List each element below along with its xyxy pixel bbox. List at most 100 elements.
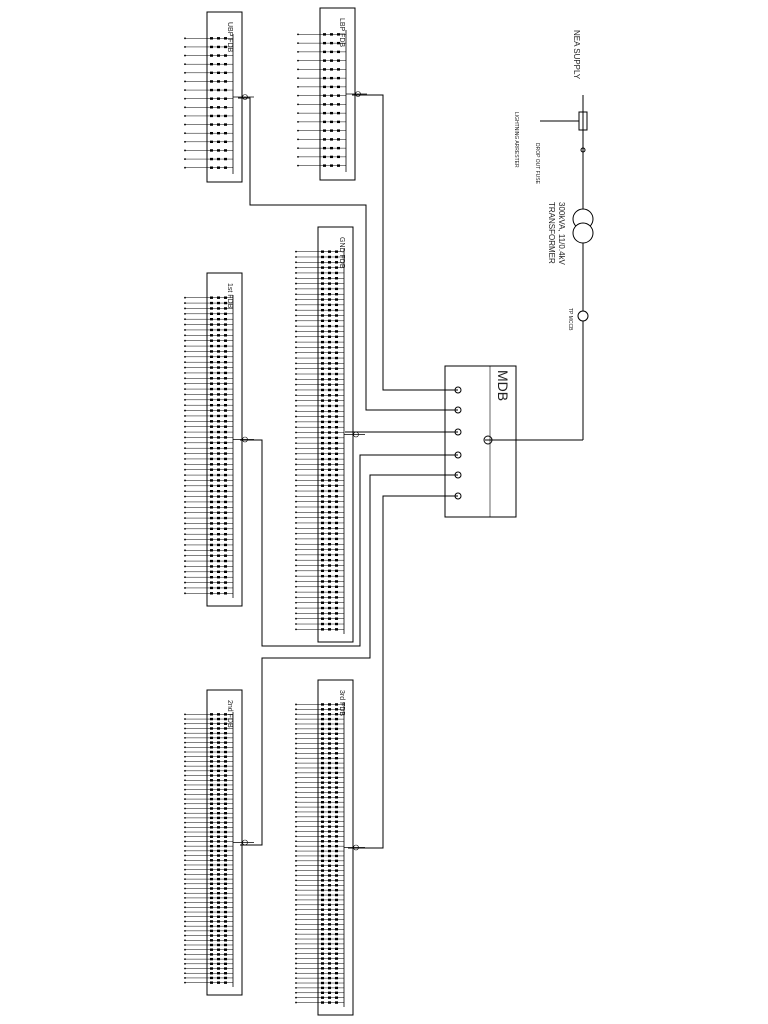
circuit-row — [295, 330, 344, 333]
circuit-row — [295, 537, 344, 541]
circuit-row — [295, 319, 344, 323]
circuit-row — [297, 33, 346, 36]
circuit-row — [295, 932, 344, 936]
circuit-row — [295, 436, 344, 440]
circuit-row — [295, 527, 344, 530]
circuit-row — [184, 570, 233, 574]
circuit-row — [295, 903, 344, 907]
tp-mccb-label: TP MCCB — [567, 308, 573, 331]
panel-second-main-breaker — [242, 839, 248, 846]
circuit-row — [295, 266, 344, 269]
circuit-row — [295, 383, 344, 386]
circuit-row — [184, 425, 233, 428]
circuit-row — [184, 88, 233, 92]
circuit-row — [184, 783, 233, 787]
circuit-row — [184, 123, 233, 126]
circuit-row — [297, 146, 346, 150]
panel-third-main-breaker — [353, 844, 359, 851]
circuit-row — [295, 967, 344, 970]
circuit-row — [184, 355, 233, 359]
circuit-row — [184, 939, 233, 942]
circuit-row — [295, 388, 344, 392]
circuit-row — [295, 747, 344, 750]
circuit-row — [184, 755, 233, 758]
circuit-row — [184, 114, 233, 118]
circuit-row — [184, 779, 233, 782]
panel-ground: GND FDB — [295, 226, 365, 643]
circuit-row — [184, 896, 233, 900]
circuit-row — [184, 565, 233, 568]
circuit-row — [184, 106, 233, 109]
circuit-row — [295, 426, 344, 429]
circuit-row — [297, 103, 346, 106]
circuit-row — [295, 399, 344, 402]
circuit-row — [184, 901, 233, 904]
mdb-incomer-breaker — [483, 435, 493, 445]
circuit-row — [184, 769, 233, 773]
circuit-row — [295, 805, 344, 809]
circuit-row — [295, 543, 344, 546]
circuit-row — [184, 131, 233, 135]
circuit-row — [184, 495, 233, 498]
circuit-row — [295, 796, 344, 799]
circuit-row — [184, 868, 233, 871]
circuit-row — [295, 864, 344, 867]
circuit-row — [184, 489, 233, 493]
circuit-row — [295, 942, 344, 946]
circuit-row — [184, 924, 233, 928]
circuit-row — [295, 293, 344, 296]
circuit-row — [297, 76, 346, 80]
circuit-row — [184, 323, 233, 326]
circuit-row — [295, 742, 344, 745]
circuit-row — [295, 810, 344, 814]
circuit-row — [295, 981, 344, 985]
circuit-row — [184, 873, 233, 876]
circuit-row — [295, 282, 344, 285]
circuit-row — [184, 957, 233, 961]
circuit-row — [295, 404, 344, 408]
circuit-row — [184, 307, 233, 310]
circuit-row — [184, 713, 233, 716]
circuit-row — [184, 854, 233, 857]
circuit-row — [295, 340, 344, 344]
circuit-row — [295, 761, 344, 765]
supply-chain: NEA SUPPLY LIGHTNING ARRESTER DROP OUT F… — [513, 30, 594, 441]
circuit-row — [295, 351, 344, 354]
circuit-row — [295, 844, 344, 848]
circuit-row — [295, 452, 344, 455]
panel-second: 2nd FDB — [184, 689, 254, 996]
circuit-row — [184, 339, 233, 342]
circuit-row — [295, 553, 344, 557]
circuit-row — [184, 863, 233, 867]
circuit-row — [295, 923, 344, 926]
circuit-row — [184, 436, 233, 439]
circuit-row — [295, 937, 344, 941]
circuit-row — [184, 821, 233, 824]
transformer-name-label: TRANSFORMER — [547, 202, 556, 264]
circuit-row — [184, 360, 233, 364]
circuit-row — [295, 713, 344, 716]
circuit-row — [184, 962, 233, 966]
circuit-row — [295, 722, 344, 726]
circuit-row — [184, 976, 233, 980]
circuit-row — [184, 575, 233, 579]
panel-second-title: 2nd FDB — [226, 700, 233, 728]
circuit-row — [184, 54, 233, 57]
circuit-row — [184, 387, 233, 391]
circuit-row — [295, 800, 344, 804]
circuit-row — [295, 825, 344, 828]
circuit-row — [295, 441, 344, 445]
circuit-row — [295, 703, 344, 706]
circuit-row — [295, 976, 344, 980]
circuit-row — [184, 527, 233, 531]
panel-ubp: UBP FDB — [184, 11, 254, 183]
circuit-row — [184, 948, 233, 951]
circuit-row — [295, 986, 344, 990]
circuit-row — [295, 708, 344, 711]
circuit-row — [295, 1001, 344, 1004]
drop-out-fuse-label: DROP OUT FUSE — [534, 143, 540, 185]
circuit-row — [184, 972, 233, 975]
circuit-row — [184, 581, 233, 584]
circuit-row — [295, 500, 344, 503]
